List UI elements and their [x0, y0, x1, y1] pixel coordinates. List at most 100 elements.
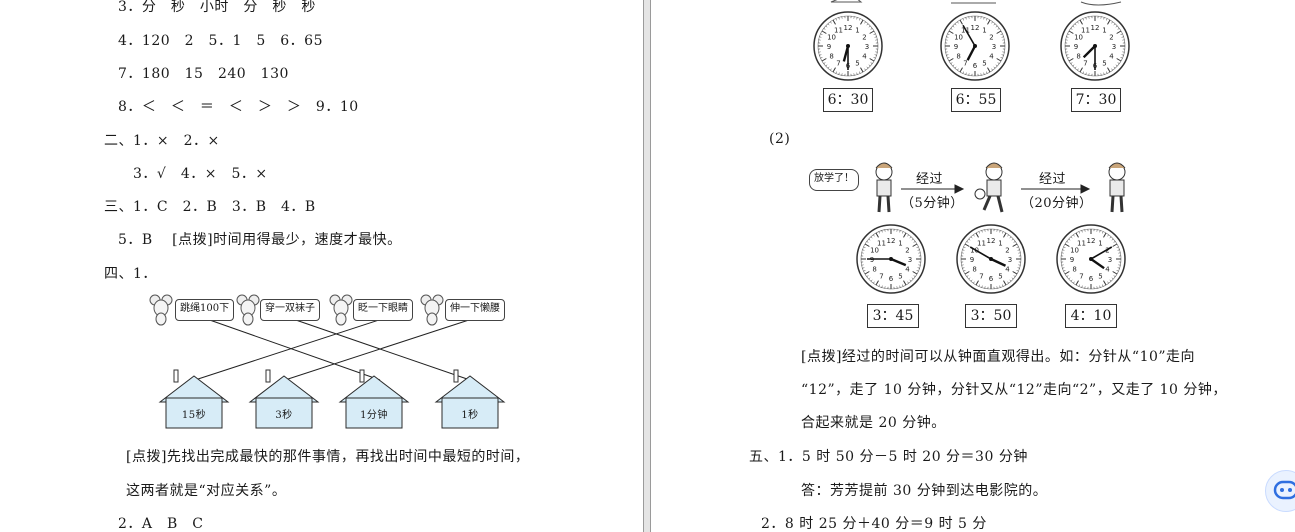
svg-text:12: 12	[971, 24, 980, 32]
svg-text:4: 4	[862, 53, 867, 61]
svg-text:8: 8	[1072, 266, 1076, 274]
svg-text:11: 11	[877, 240, 886, 248]
svg-text:7: 7	[1083, 59, 1087, 67]
time-label: 7：30	[1071, 88, 1121, 112]
match-line	[203, 317, 381, 381]
svg-text:2: 2	[1005, 247, 1009, 255]
svg-text:3: 3	[992, 43, 996, 51]
house	[434, 369, 506, 429]
house	[338, 369, 410, 429]
svg-text:3: 3	[1112, 43, 1116, 51]
svg-text:1: 1	[898, 240, 902, 248]
svg-text:6: 6	[1089, 275, 1094, 283]
hint-text: “12”，走了 10 分钟，分针又从“12”走向“2”，又走了 10 分钟，	[801, 382, 1227, 398]
assistant-chat-icon	[1273, 480, 1295, 500]
svg-text:10: 10	[970, 247, 979, 255]
svg-text:1: 1	[982, 27, 986, 35]
mouse-icon	[236, 294, 260, 326]
svg-text:2: 2	[1109, 34, 1113, 42]
svg-text:12: 12	[987, 237, 996, 245]
svg-text:7: 7	[836, 59, 840, 67]
task-label: 跳绳100下	[175, 299, 235, 321]
svg-text:4: 4	[989, 53, 994, 61]
section-heading: 四、1．	[104, 266, 157, 282]
svg-text:5: 5	[855, 59, 859, 67]
svg-text:12: 12	[844, 24, 853, 32]
section-heading: 二、1．× 2．×	[104, 133, 220, 149]
svg-text:12: 12	[887, 237, 896, 245]
task-label: 伸一下懒腰	[445, 299, 505, 321]
svg-text:8: 8	[872, 266, 876, 274]
svg-text:7: 7	[879, 272, 883, 280]
answer-line: 3．分 秒 小时 分 秒 秒	[118, 0, 316, 15]
svg-text:7: 7	[1079, 272, 1083, 280]
speech-bubble: 放学了！	[809, 169, 859, 191]
arrow-label-bottom: （5分钟）	[901, 196, 964, 211]
svg-text:7: 7	[963, 59, 967, 67]
svg-text:1: 1	[855, 27, 859, 35]
house-label: 1秒	[461, 410, 479, 421]
answer-line: 2．A B C	[118, 516, 204, 532]
svg-text:11: 11	[834, 27, 843, 35]
page-separator	[643, 0, 651, 532]
svg-text:9: 9	[870, 256, 874, 264]
mouse-icon	[149, 294, 173, 326]
svg-text:10: 10	[1074, 34, 1083, 42]
house-label: 3秒	[275, 410, 293, 421]
hint-text: 合起来就是 20 分钟。	[801, 415, 946, 431]
arrow-label-bottom: （20分钟）	[1021, 196, 1093, 211]
section-heading: 三、1．C 2．B 3．B 4．B	[104, 199, 316, 215]
house-label: 15秒	[181, 410, 207, 421]
svg-text:1: 1	[1102, 27, 1106, 35]
mouse-icon	[420, 294, 444, 326]
arrow-icon	[901, 184, 965, 194]
svg-text:5: 5	[998, 272, 1002, 280]
hint-text: [点拨]先找出完成最快的那件事情，再找出时间中最短的时间，	[126, 449, 530, 465]
svg-text:1: 1	[998, 240, 1002, 248]
answer-line: 2．8 时 25 分＋40 分＝9 时 5 分	[761, 516, 987, 532]
svg-text:10: 10	[1070, 247, 1079, 255]
svg-text:4: 4	[1105, 266, 1110, 274]
arrow-label-top: 经过	[1039, 172, 1067, 187]
match-line	[284, 317, 476, 381]
answer-line: 答：芳芳提前 30 分钟到达电影院的。	[801, 483, 1048, 499]
svg-text:9: 9	[1070, 256, 1074, 264]
svg-text:6: 6	[973, 62, 978, 70]
scene-fragment	[830, 0, 1122, 6]
svg-text:1: 1	[1098, 240, 1102, 248]
svg-text:8: 8	[829, 53, 833, 61]
svg-text:5: 5	[1098, 272, 1102, 280]
answer-line: 5．B [点拨]时间用得最少，速度才最快。	[118, 232, 402, 248]
svg-text:2: 2	[905, 247, 909, 255]
svg-text:4: 4	[1109, 53, 1114, 61]
svg-text:3: 3	[1108, 256, 1112, 264]
time-label: 3：45	[867, 304, 919, 328]
house	[158, 369, 230, 429]
svg-text:9: 9	[827, 43, 831, 51]
svg-text:12: 12	[1087, 237, 1096, 245]
svg-text:7: 7	[979, 272, 983, 280]
svg-text:3: 3	[865, 43, 869, 51]
svg-text:10: 10	[954, 34, 963, 42]
svg-text:10: 10	[827, 34, 836, 42]
svg-text:9: 9	[1074, 43, 1078, 51]
time-label: 6：30	[823, 88, 873, 112]
hint-text: 这两者就是“对应关系”。	[126, 483, 287, 499]
svg-text:11: 11	[1077, 240, 1086, 248]
answer-line: 4．120 2 5．1 5 6．65	[118, 33, 323, 49]
hint-text: [点拨]经过的时间可以从钟面直观得出。如：分针从“10”走向	[801, 349, 1196, 365]
svg-text:8: 8	[956, 53, 960, 61]
assistant-chat-button[interactable]	[1265, 470, 1295, 512]
svg-text:3: 3	[1008, 256, 1012, 264]
svg-text:11: 11	[1081, 27, 1090, 35]
section-heading: 五、1．5 时 50 分－5 时 20 分＝30 分钟	[749, 449, 1028, 465]
svg-text:9: 9	[954, 43, 958, 51]
task-label: 穿一双袜子	[260, 299, 320, 321]
